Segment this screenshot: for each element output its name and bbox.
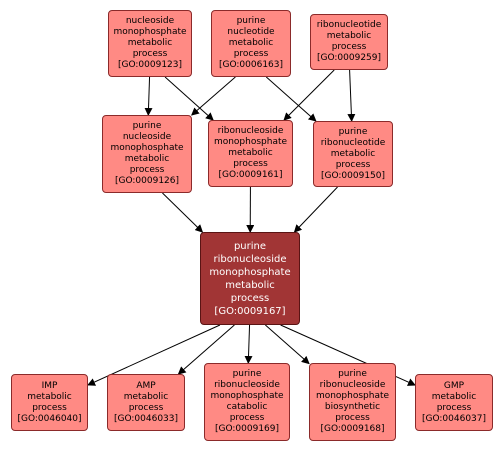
node-label-line: process [229,413,265,423]
node-label-line: process [129,165,165,175]
edge-n9150-to-n9167 [293,186,338,233]
node-label-line: ribonucleotide [316,20,382,30]
edge-n6163-to-n9150 [265,76,317,122]
node-label-line: ribonucleoside [319,380,386,390]
node-label-line: [GO:0009167] [214,305,286,317]
node-label-line: purine [236,16,266,26]
node-label-line: GMP [443,380,465,391]
edge-n9167-to-n9169 [244,324,253,364]
node-label-line: metabolic [27,391,72,402]
node-label-line: biosynthetic [324,402,381,412]
node-label-line: [GO:0046037] [421,413,487,424]
node-label-line: AMP [136,380,156,391]
node-label-line: metabolic [326,31,372,41]
node-label-line: purine [233,240,267,252]
edge-n9123-to-n9161 [164,76,214,121]
edge-n9123-to-n9126 [144,76,153,116]
node-label-line: monophosphate [213,137,288,147]
node-label-line: process [233,49,269,59]
node-label-line: ribonucleoside [217,126,284,136]
node-label-line: [GO:0006163] [218,60,284,70]
node-label-line: monophosphate [110,143,184,153]
node-label-line: [GO:0046033] [113,413,179,424]
node-label-line: [GO:0009169] [214,424,280,434]
node-label-line: process [128,402,164,413]
node-label-line: metabolic [127,38,173,48]
node-label-line: process [331,42,367,52]
node-label-line: [GO:0009123] [117,60,183,70]
node-label-line: nucleoside [122,132,172,142]
node-label-line: process [32,402,67,413]
node-label-line: process [335,413,370,423]
node-label-line: IMP [41,380,58,391]
edge-n9167-to-n9168 [265,324,310,365]
node-label-line: monophosphate [210,391,284,401]
node-label-line: [GO:0009150] [320,170,386,181]
node-label-line: [GO:0009126] [114,176,180,186]
node-label-line: [GO:0046040] [17,413,82,424]
edge-n9259-to-n9161 [283,69,335,121]
node-label-line: metabolic [124,154,170,164]
node-label-line: metabolic [431,391,477,402]
node-label-line: process [230,292,270,304]
edge-n9126-to-n9167 [162,192,204,233]
edge-n6163-to-n9126 [191,76,236,116]
node-label-line: monophosphate [315,391,390,401]
node-label-line: monophosphate [209,266,291,278]
edge-n9167-to-n46033 [177,324,235,375]
node-label-line: [GO:0009161] [218,170,283,180]
node-label-line: metabolic [123,391,169,402]
node-label-line: [GO:0009259] [316,53,382,63]
node-label-line: process [436,402,472,413]
node-label-line: metabolic [225,279,275,291]
node-label-line: ribonucleoside [214,380,280,390]
edge-n9259-to-n9150 [347,69,356,122]
node-label-line: metabolic [330,148,376,159]
node-label-line: ribonucleotide [320,137,386,148]
node-label-line: catabolic [226,402,268,412]
node-label-line: process [335,159,371,170]
node-label-line: metabolic [228,148,273,158]
node-label-line: ribonucleoside [213,253,287,265]
node-label-line: purine [232,369,262,379]
node-label-line: purine [338,126,368,137]
node-label-line: purine [338,369,367,379]
node-label-line: [GO:0009168] [320,424,385,434]
node-label-line: monophosphate [113,27,187,37]
node-label-line: purine [132,121,162,131]
node-label-line: nucleoside [125,16,175,26]
node-label-line: process [233,159,268,169]
node-label-line: process [132,49,168,59]
node-label-line: nucleotide [227,27,275,37]
node-label-line: metabolic [228,38,274,48]
